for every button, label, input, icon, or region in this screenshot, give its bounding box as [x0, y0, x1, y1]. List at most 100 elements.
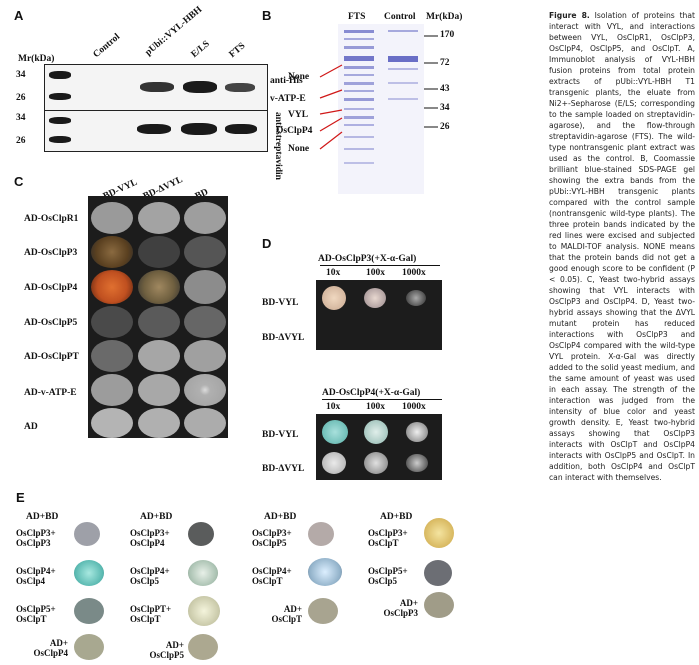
plate-c-r1-c2	[138, 202, 180, 234]
panel-d-bot-title: AD-OsClpP4(+X-α-Gal)	[322, 388, 421, 398]
caption-text: Isolation of proteins that interact with…	[549, 11, 696, 482]
panel-a-marker-26-top: 26	[16, 93, 26, 103]
panel-b-marker-34: 34	[440, 103, 450, 113]
plate-c-r3-c2	[138, 270, 180, 304]
panel-c-row-osclppt: AD-OsClpPT	[24, 352, 79, 362]
label-line: OsClpP4+	[252, 566, 292, 576]
colony	[322, 420, 348, 444]
panel-e-plate-11	[308, 598, 338, 624]
panel-c-row-vatpe: AD-v-ATP-E	[24, 388, 77, 398]
plate-c-r4-c2	[138, 306, 180, 338]
panel-c-row-osclpp3: AD-OsClpP3	[24, 248, 78, 258]
marker-band	[49, 71, 71, 79]
panel-a-marker-26-bot: 26	[16, 136, 26, 146]
panel-b-band-osclpp4: OsClpP4	[276, 126, 313, 136]
panel-e-plate-10	[188, 596, 220, 626]
panel-b-marker-26: 26	[440, 122, 450, 132]
plate-c-r5-c1	[91, 340, 133, 372]
plate-c-r7-c1	[91, 408, 133, 438]
label-line: OsClpT	[130, 614, 161, 624]
label-line: OsClpP3+	[368, 528, 408, 538]
panel-b-band-none-1: None	[288, 72, 310, 82]
marker-band	[49, 136, 71, 143]
panel-e-plate-4	[424, 518, 454, 548]
panel-d-top-dil-10x: 10x	[326, 268, 341, 278]
panel-d-top-dil-1000x: 1000x	[402, 268, 426, 278]
panel-d-top-plate	[316, 280, 442, 350]
label-line: OsClpP5+	[16, 604, 56, 614]
marker-band	[49, 117, 71, 124]
panel-d-bot-row-dvyl: BD-ΔVYL	[262, 464, 305, 474]
panel-e-plate-14	[188, 634, 218, 660]
panel-a-blot-strep	[44, 110, 268, 152]
panel-e-cell-10-label: OsClpPT+OsClpT	[130, 604, 171, 624]
panel-d-bot-dil-100x: 100x	[366, 402, 385, 412]
plate-c-r2-c2	[138, 236, 180, 268]
divider	[320, 265, 440, 266]
label-line: OsClpP3+	[16, 528, 56, 538]
panel-b-marker-72: 72	[440, 58, 450, 68]
plate-c-r6-c3	[184, 374, 226, 406]
panel-e-cell-4-label: OsClpP3+OsClpT	[368, 528, 408, 548]
blot-band	[225, 83, 255, 92]
label-line: OsClpT	[16, 614, 47, 624]
panel-e-cell-3-label: OsClpP3+OsClpP5	[252, 528, 292, 548]
figure-caption: Figure 8. Isolation of proteins that int…	[549, 10, 695, 483]
colony	[322, 286, 346, 310]
panel-e-cell-11-label: AD+OsClpT	[262, 604, 302, 624]
label-line: AD+	[399, 598, 418, 608]
label-line: OsClpP3+	[252, 528, 292, 538]
panel-b-lane-fts: FTS	[348, 12, 366, 22]
panel-e-cell-9-label: OsClpP5+OsClpT	[16, 604, 56, 624]
panel-e-cell-14-label: AD+OsClpP5	[144, 640, 184, 660]
label-line: OsClpT	[368, 538, 399, 548]
plate-c-r7-c2	[138, 408, 180, 438]
colony	[406, 422, 428, 442]
panel-a-label: A	[14, 8, 24, 23]
panel-c-row-osclpr1: AD-OsClpR1	[24, 214, 79, 224]
panel-b-mr: Mr(kDa)	[426, 12, 463, 22]
blot-band	[181, 123, 217, 135]
label-line: OsClpP3	[16, 538, 51, 548]
label-line: OsClp5	[130, 576, 160, 586]
panel-e-label: E	[16, 490, 25, 505]
label-line: OsClpP4+	[130, 566, 170, 576]
plate-c-r3-c3	[184, 270, 226, 304]
panel-e-plate-1	[74, 522, 100, 546]
panel-d-bot-row-vyl: BD-VYL	[262, 430, 299, 440]
panel-a-lane-els: E/LS	[189, 39, 212, 60]
panel-c-row-osclpp4: AD-OsClpP4	[24, 283, 78, 293]
label-line: OsClpP4	[130, 538, 165, 548]
label-line: OsClpP5+	[368, 566, 408, 576]
colony	[406, 290, 426, 306]
panel-b-marker-170: 170	[440, 30, 455, 40]
panel-d-bot-dil-10x: 10x	[326, 402, 341, 412]
plate-c-r4-c3	[184, 306, 226, 338]
colony	[364, 420, 388, 444]
blot-band	[137, 124, 171, 134]
panel-a-lane-fts: FTS	[227, 41, 248, 60]
panel-b-gel	[338, 24, 424, 194]
panel-e-plate-5	[74, 560, 104, 586]
panel-b-marker-43: 43	[440, 84, 450, 94]
panel-e-plate-9	[74, 598, 104, 624]
panel-b-band-vyl: VYL	[288, 110, 309, 120]
panel-b-lane-control: Control	[384, 12, 416, 22]
colony	[406, 454, 428, 472]
panel-e-header-3: AD+BD	[264, 512, 297, 522]
panel-b-label: B	[262, 8, 272, 23]
label-line: OsClpP3	[383, 608, 418, 618]
panel-d-top-row-dvyl: BD-ΔVYL	[262, 333, 305, 343]
panel-e-cell-6-label: OsClpP4+OsClp5	[130, 566, 170, 586]
colony	[364, 288, 386, 308]
panel-a-mr-label: Mr(kDa)	[18, 54, 55, 64]
label-line: AD+	[49, 638, 68, 648]
panel-e-plate-8	[424, 560, 452, 586]
panel-d-bot-plate	[316, 414, 442, 480]
plate-c-r6-c1	[91, 374, 133, 406]
panel-e-cell-12-label: AD+OsClpP3	[374, 598, 418, 618]
plate-c-r5-c3	[184, 340, 226, 372]
label-line: AD+	[283, 604, 302, 614]
panel-e-header-4: AD+BD	[380, 512, 413, 522]
plate-c-r4-c1	[91, 306, 133, 338]
